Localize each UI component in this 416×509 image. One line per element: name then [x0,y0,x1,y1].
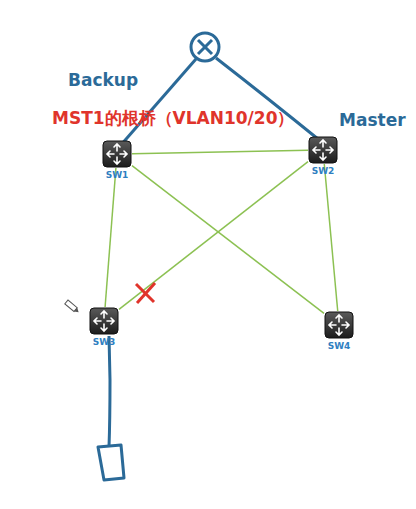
switch-label: SW1 [106,170,129,180]
trunk-link [132,166,324,314]
switch-icon [324,311,354,339]
vrrp-role-label: Backup [68,70,138,90]
switch-label: SW3 [93,337,116,347]
trunk-link [119,162,308,310]
switch-node: SW3 [89,307,119,335]
switch-icon [308,136,338,164]
trunk-link [105,168,116,307]
switch-icon [89,307,119,335]
pencil-icon [65,300,80,314]
root-bridge-note: MST1的根桥（VLAN10/20） [52,107,294,130]
switch-icon [102,140,132,168]
trunk-link [324,164,337,311]
switch-node: SW4 [324,311,354,339]
vrrp-role-label: Master [339,110,406,130]
blocked-mark [136,283,155,303]
trunk-link [132,150,308,153]
host-symbol [98,445,124,480]
switch-node: SW2 [308,136,338,164]
switch-node: SW1 [102,140,132,168]
switch-label: SW2 [312,166,335,176]
switch-label: SW4 [328,341,351,351]
host-wire [109,336,110,447]
router-symbol [191,33,219,61]
